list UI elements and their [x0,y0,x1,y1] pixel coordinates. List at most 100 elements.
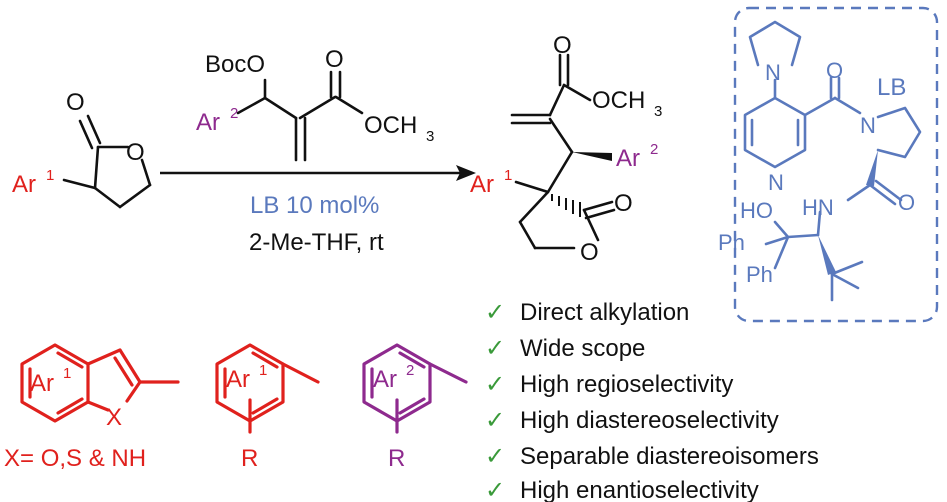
aryl1-r: R [241,445,258,472]
feature-check: ✓ [485,371,505,398]
bond [281,362,320,384]
feature-check: ✓ [485,443,505,470]
catalyst-tag: LB [877,74,906,101]
catalyst-n-pyridine: N [768,170,784,195]
bond [548,83,566,117]
product-carbonyl-o: O [553,32,572,59]
product-lactone-co: O [614,190,633,217]
catalyst-dashed-box [733,6,939,323]
scope-heteroaryl: Ar 1 X X= O,S & NH [4,343,180,472]
bond [846,183,872,202]
catalyst-structure: N N O N HN O HO Ph Ph [718,20,922,302]
bond [251,397,279,415]
bond [514,180,550,194]
bond [334,95,364,115]
bond [263,96,298,120]
scope-aryl1: Ar 1 R [215,343,320,472]
bond [86,114,102,145]
bond [398,397,426,415]
bond [118,183,152,209]
bond [125,380,142,403]
bond [78,119,94,150]
aryl2-ar: Ar [373,366,397,393]
bond [56,351,84,369]
bond [140,158,152,187]
bond [582,200,614,212]
bond [773,235,790,270]
catalyst-ph2: Ph [746,262,773,287]
bond [86,348,122,366]
feature-item: Separable diastereoisomers [520,443,819,470]
bond [93,186,122,209]
catalyst-ho: HO [740,198,773,223]
bond [584,208,616,220]
feature-check: ✓ [485,477,505,502]
reagent-ester: OCH [364,112,417,139]
bond [816,210,822,237]
wedge-bond [572,152,612,161]
bond [62,178,97,190]
bond [874,179,903,202]
feature-item: High regioselectivity [520,371,733,398]
bond [582,208,600,242]
arrow-head [456,165,476,181]
bond [786,233,820,239]
pyrrolidine-ring [748,20,802,67]
product-ring-o: O [580,239,599,266]
feature-check: ✓ [485,407,505,434]
bond [830,260,864,276]
bond [398,351,426,369]
wedge-bond [866,150,878,186]
product-ar1-label: Ar [470,171,494,198]
bond [428,362,468,384]
catalyst-nh: HN [802,195,834,220]
reagent-mbh-carbonate: BocO Ar 2 O OCH 3 [196,46,434,162]
aryl2-sup: 2 [406,362,414,379]
bond [251,351,279,369]
reactant-carbonyl-o: O [66,89,85,116]
reactant-ring-o: O [126,139,145,166]
heteroaryl-sup: 1 [63,365,71,382]
product-ester: OCH [592,87,645,114]
bond [830,272,860,290]
bond [93,145,100,190]
feature-item: High diastereoselectivity [520,407,779,434]
aryl2-r: R [388,445,405,472]
bond [764,235,790,246]
feature-list: ✓ Direct alkylation ✓ Wide scope ✓ High … [485,299,819,502]
feature-item: High enantioselectivity [520,477,759,502]
aryl1-ar: Ar [226,366,250,393]
bond [518,220,537,250]
reactant-ar-label: Ar [12,171,36,198]
bond [546,150,574,194]
bond [868,183,897,206]
product-ester-sub: 3 [654,103,662,120]
reagent-ar-label: Ar [196,109,220,136]
reactant-ar-sup: 1 [46,167,54,184]
aryl1-sup: 1 [259,362,267,379]
reagent-boco: BocO [205,51,265,78]
heteroaryl-caption: X= O,S & NH [4,445,146,472]
reagent-ester-sub: 3 [426,128,434,145]
bond [298,95,337,120]
bond [773,220,790,239]
product-ar2-label: Ar [616,145,640,172]
bond [118,348,142,384]
bond [56,397,84,415]
wedge-bond [818,235,836,275]
scope-aryl2: Ar 2 R [362,343,468,472]
heteroaryl-x: X [106,404,122,431]
catalyst-n-prolyl: N [860,113,876,138]
bond [518,190,550,224]
feature-item: Wide scope [520,335,645,362]
bond [113,356,134,387]
feature-item: Direct alkylation [520,299,689,326]
catalyst-carbonyl-o1: O [826,58,843,83]
product-ar2-sup: 2 [650,141,658,158]
reaction-arrow [160,165,476,181]
product-structure: O OCH 3 Ar 2 Ar 1 O O [470,32,662,266]
reagent-ar-sup: 2 [230,105,238,122]
catalyst-ph1: Ph [718,230,745,255]
reactant-lactone: O O Ar 1 [12,89,152,209]
